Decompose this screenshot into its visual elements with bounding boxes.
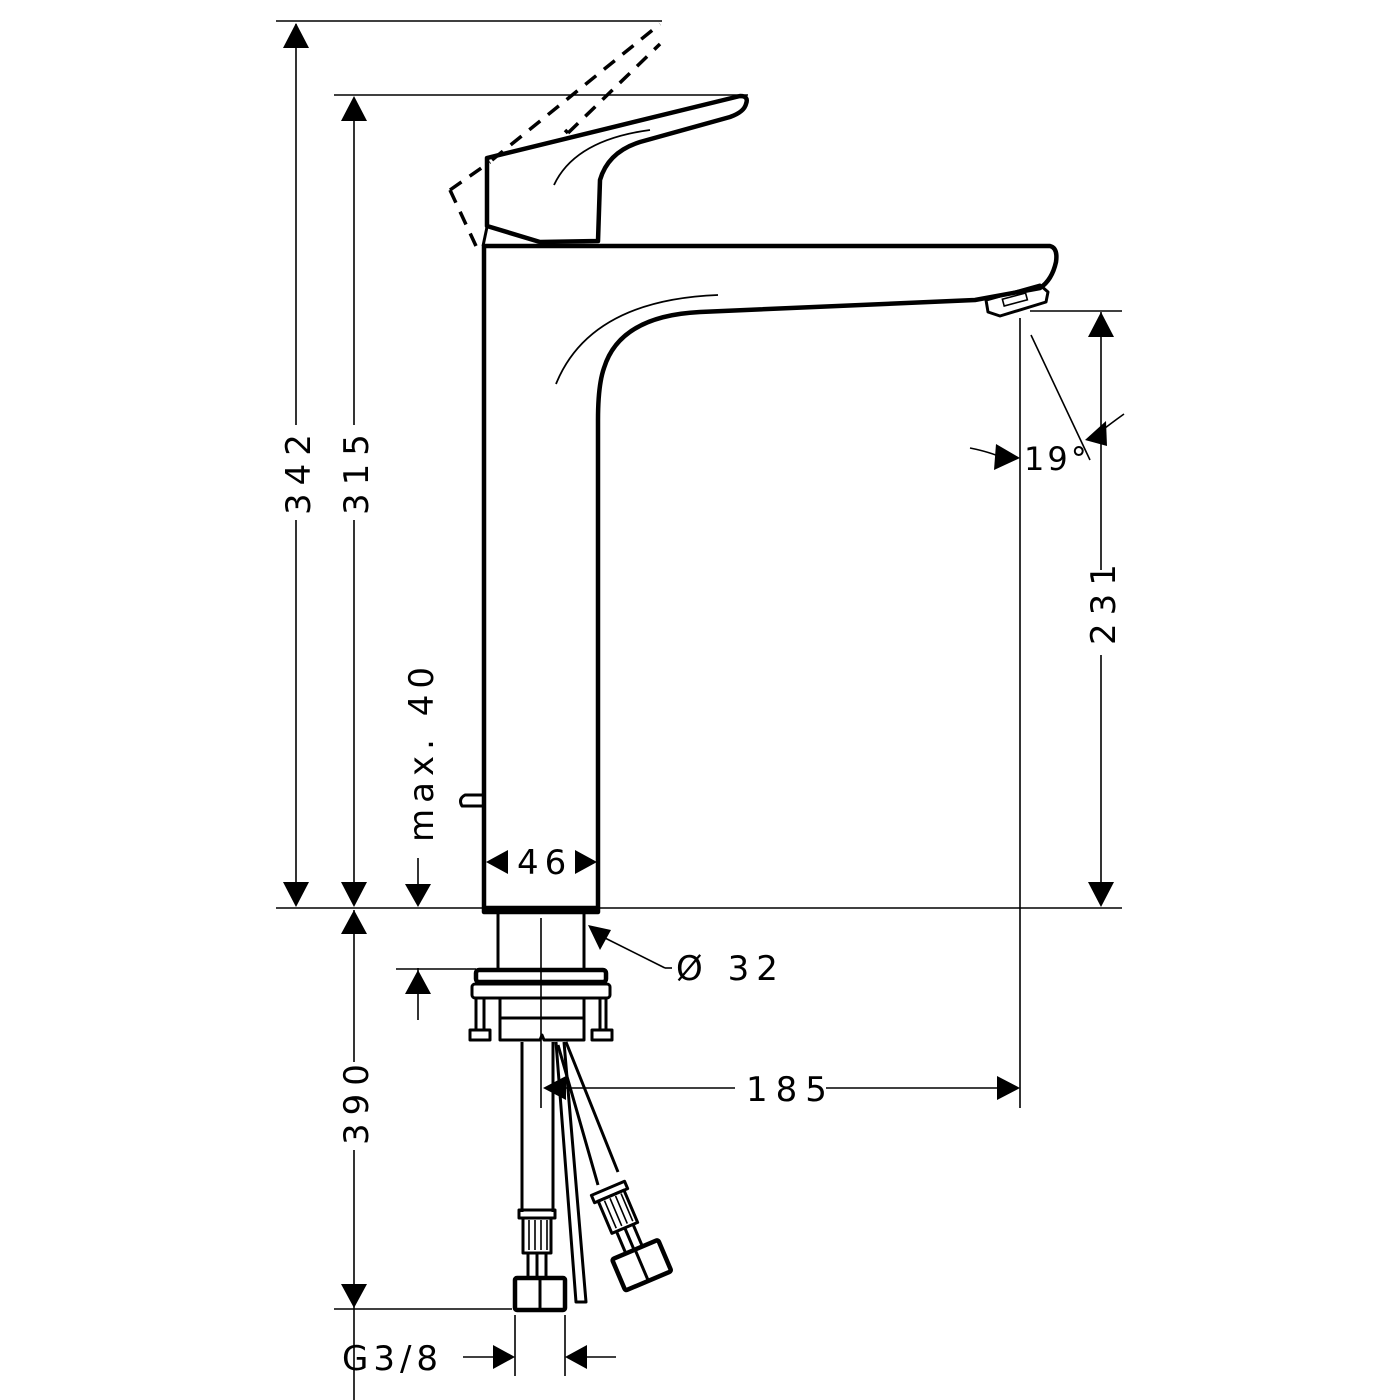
hose-nuts — [512, 1179, 673, 1313]
pop-up-rod — [459, 793, 484, 808]
dimension-185: 185 — [543, 1070, 1020, 1110]
fixing-nut — [468, 967, 614, 1042]
supply-hoses — [520, 1041, 620, 1304]
arrow-up-icon — [405, 970, 431, 994]
dim-label-185: 185 — [746, 1070, 835, 1110]
arrow-up-icon — [341, 96, 367, 121]
dim-label-max-40: max. 40 — [402, 661, 442, 842]
dim-label-46: 46 — [517, 843, 572, 883]
arrow-down-icon — [1088, 882, 1114, 907]
dim-label-315: 315 — [337, 426, 377, 515]
arrow-right-icon — [575, 850, 597, 874]
dim-label-342: 342 — [279, 426, 319, 515]
dimension-46: 46 — [486, 843, 597, 883]
mounting-shank — [481, 905, 601, 1108]
arrow-down-icon — [341, 1284, 367, 1308]
arrow-icon — [588, 925, 611, 950]
arrow-up-icon — [341, 910, 367, 934]
dimension-231: 231 — [1030, 310, 1124, 907]
lever-handle — [481, 93, 749, 247]
arrow-left-icon — [565, 1345, 587, 1369]
faucet-body — [481, 243, 1059, 911]
dimension-g3-8: G3/8 — [342, 1315, 616, 1379]
arrow-right-icon — [493, 1345, 515, 1369]
arrow-left-icon — [1085, 421, 1107, 446]
arrow-right-icon — [997, 1076, 1020, 1100]
dim-label-19-degree: 19° — [1024, 440, 1090, 478]
aerator — [984, 283, 1050, 318]
arrow-left-icon — [486, 850, 508, 874]
arrow-up-icon — [283, 23, 309, 48]
arrow-down-icon — [283, 882, 309, 907]
dim-label-231: 231 — [1084, 556, 1124, 645]
dimension-max-40: max. 40 — [396, 661, 476, 1020]
arrow-up-icon — [1088, 312, 1114, 337]
arrow-down-icon — [341, 882, 367, 907]
dimension-315: 315 — [334, 94, 748, 907]
dim-label-g3-8: G3/8 — [342, 1339, 443, 1379]
arrow-right-icon — [994, 444, 1020, 470]
dimension-19-degree: 19° — [969, 318, 1125, 1108]
arrow-down-icon — [405, 884, 431, 907]
dim-label-diameter-32: Ø 32 — [676, 949, 785, 989]
dimension-diameter-32: Ø 32 — [588, 925, 785, 989]
dimension-390: 390 — [334, 910, 512, 1400]
dimension-342: 342 — [276, 20, 662, 907]
lever-open-position-dashed — [448, 22, 662, 247]
dim-label-390: 390 — [337, 1056, 377, 1145]
